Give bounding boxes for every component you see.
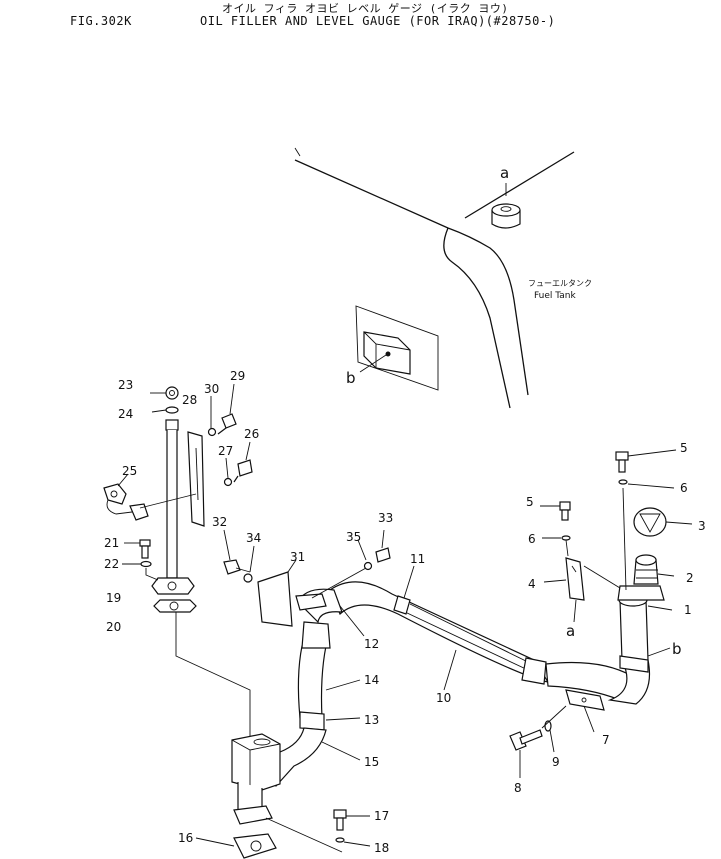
callout-30: 30 — [204, 382, 219, 396]
callout-34: 34 — [246, 531, 261, 545]
callout-23: 23 — [118, 378, 133, 392]
pipe-assembly — [223, 449, 693, 787]
callout-22: 22 — [104, 557, 119, 571]
ref-b-left: b — [346, 369, 356, 387]
fuel-tank-label-en: Fuel Tank — [534, 291, 577, 301]
callout-14: 14 — [364, 673, 379, 687]
callout-28: 28 — [182, 393, 197, 407]
hub-assembly — [195, 733, 371, 859]
callout-33: 33 — [378, 511, 393, 525]
callout-2: 2 — [686, 571, 694, 585]
callout-16: 16 — [178, 831, 193, 845]
callout-9: 9 — [552, 755, 560, 769]
ref-b-right: b — [672, 640, 682, 658]
callout-17: 17 — [374, 809, 389, 823]
title-japanese: オイル フィラ オヨビ レベル ゲージ (イラク ヨウ) — [222, 2, 509, 15]
callout-18: 18 — [374, 841, 389, 855]
callout-3: 3 — [698, 519, 706, 533]
callout-8: 8 — [514, 781, 522, 795]
ref-a-top: a — [500, 164, 509, 182]
level-gauge-assembly — [103, 383, 253, 742]
callout-20: 20 — [106, 620, 121, 634]
callout-1: 1 — [684, 603, 692, 617]
ref-a-bottom: a — [566, 622, 575, 640]
callout-32: 32 — [212, 515, 227, 529]
title-english: OIL FILLER AND LEVEL GAUGE (FOR IRAQ)(#2… — [200, 14, 556, 28]
callout-5-cap: 5 — [680, 441, 688, 455]
callout-5-bracket: 5 — [526, 495, 534, 509]
callout-13: 13 — [364, 713, 379, 727]
callout-24: 24 — [118, 407, 133, 421]
callout-31: 31 — [290, 550, 305, 564]
callout-21: 21 — [104, 536, 119, 550]
callout-12: 12 — [364, 637, 379, 651]
fuel-tank: フューエルタンク Fuel Tank — [294, 147, 592, 409]
reference-letters: a a b b — [346, 164, 682, 658]
fuel-tank-label-jp: フューエルタンク — [528, 279, 592, 288]
callout-35: 35 — [346, 530, 361, 544]
callout-19: 19 — [106, 591, 121, 605]
callout-labels: 1 2 3 4 5 5 6 6 7 8 9 10 11 12 13 14 15 … — [104, 369, 706, 855]
callout-4: 4 — [528, 577, 536, 591]
callout-25: 25 — [122, 464, 137, 478]
callout-6-cap: 6 — [680, 481, 688, 495]
figure-number: FIG.302K — [70, 14, 132, 28]
callout-10: 10 — [436, 691, 451, 705]
callout-11: 11 — [410, 552, 425, 566]
callout-15: 15 — [364, 755, 379, 769]
callout-6-bracket: 6 — [528, 532, 536, 546]
callout-29: 29 — [230, 369, 245, 383]
callout-26: 26 — [244, 427, 259, 441]
callout-27: 27 — [218, 444, 233, 458]
callout-7: 7 — [602, 733, 610, 747]
